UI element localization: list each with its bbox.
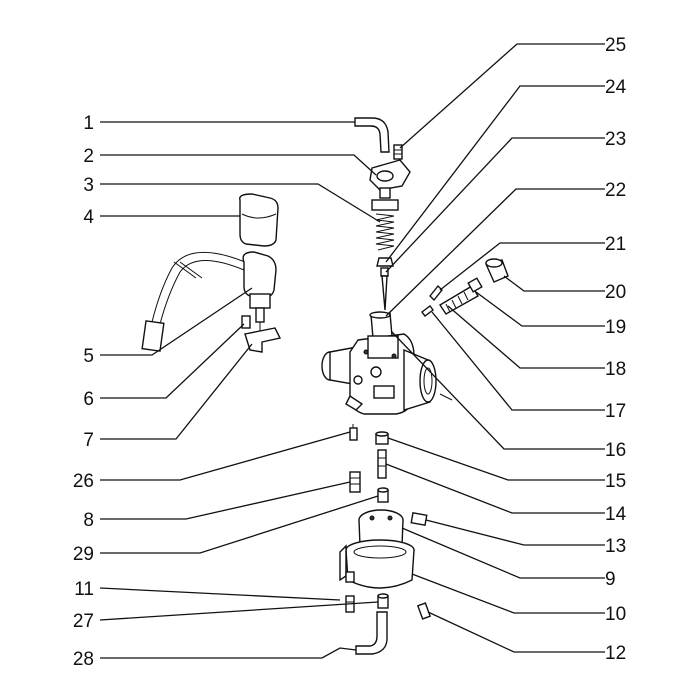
- part-22-throttle-valve: [369, 311, 393, 339]
- callout-5: 5: [83, 346, 94, 367]
- part-25-screw: [393, 144, 403, 160]
- callout-23: 23: [605, 129, 626, 150]
- callout-29: 29: [73, 544, 94, 565]
- callout-labels: 1 2 3 4 5 6 7 26 8 29 11 27 28 25 24 23 …: [73, 35, 627, 670]
- leader-6: [100, 323, 245, 399]
- callout-22: 22: [605, 180, 626, 201]
- part-10-float-bowl: [339, 539, 415, 589]
- leader-28: [100, 647, 357, 659]
- leader-22: [385, 188, 605, 317]
- leader-17: [431, 311, 605, 411]
- callout-2: 2: [83, 146, 94, 167]
- leader-14: [385, 463, 605, 514]
- callout-17: 17: [605, 401, 626, 422]
- callout-7: 7: [83, 430, 94, 451]
- part-23-needle: [380, 267, 389, 311]
- leader-8: [100, 481, 351, 520]
- callout-21: 21: [605, 234, 626, 255]
- callout-10: 10: [605, 604, 626, 625]
- callout-16: 16: [605, 440, 626, 461]
- part-21-jet-screw: [421, 284, 443, 317]
- callout-24: 24: [605, 77, 627, 98]
- leader-7: [100, 343, 253, 440]
- part-29-spacer: [377, 487, 389, 503]
- leader-20: [503, 275, 605, 292]
- callout-11: 11: [74, 579, 94, 600]
- leader-3: [100, 183, 381, 223]
- leader-23: [385, 137, 605, 273]
- callout-20: 20: [605, 282, 626, 303]
- part-3-spring: [371, 199, 399, 251]
- callout-6: 6: [83, 389, 94, 410]
- leader-2: [100, 154, 377, 176]
- leader-29: [100, 495, 379, 554]
- callout-8: 8: [83, 510, 94, 531]
- part-7-bracket: [244, 327, 282, 353]
- part-4-rubber-cap: [239, 193, 279, 247]
- part-6-screw: [241, 315, 251, 329]
- leader-16: [391, 331, 605, 450]
- callout-14: 14: [605, 504, 627, 525]
- leader-lines: [99, 43, 605, 659]
- callout-9: 9: [605, 569, 616, 590]
- leader-18: [447, 305, 605, 369]
- part-28-drain-hose: [355, 611, 388, 655]
- callout-19: 19: [605, 317, 626, 338]
- leader-25: [399, 43, 605, 149]
- part-14-emulsion-tube: [377, 449, 387, 479]
- carburetor-body: [321, 333, 453, 415]
- callout-27: 27: [73, 611, 94, 632]
- leader-21: [439, 242, 605, 291]
- callout-15: 15: [605, 471, 626, 492]
- leader-19: [475, 291, 605, 327]
- leader-13: [425, 519, 605, 546]
- callout-13: 13: [605, 536, 626, 557]
- leader-11: [99, 587, 341, 601]
- part-5-choke-cable: [141, 251, 277, 352]
- callout-18: 18: [605, 359, 626, 380]
- callout-4: 4: [83, 207, 94, 228]
- leader-24: [385, 85, 605, 263]
- part-19-idle-screw: [439, 277, 483, 315]
- leader-12: [427, 611, 605, 653]
- callout-3: 3: [83, 175, 94, 196]
- leader-26: [100, 431, 351, 481]
- callout-1: 1: [83, 113, 94, 134]
- part-15-nut: [375, 431, 389, 445]
- part-12-drain-screw: [416, 602, 432, 620]
- leader-15: [387, 437, 605, 481]
- part-27-nut: [377, 593, 389, 609]
- callout-26: 26: [73, 471, 94, 492]
- leader-5: [100, 287, 253, 356]
- callout-12: 12: [605, 643, 626, 664]
- leader-9: [401, 527, 605, 579]
- part-1-hose: [354, 117, 390, 153]
- part-26-jet: [349, 424, 358, 441]
- leader-27: [99, 601, 379, 621]
- part-13-pin: [410, 512, 428, 526]
- callout-28: 28: [73, 649, 94, 670]
- part-20-cap-nut: [485, 258, 509, 283]
- part-8-jet: [349, 471, 361, 493]
- leader-10: [411, 573, 605, 614]
- part-24-clip: [376, 257, 394, 267]
- part-2-cover: [369, 159, 411, 199]
- callout-25: 25: [605, 35, 626, 56]
